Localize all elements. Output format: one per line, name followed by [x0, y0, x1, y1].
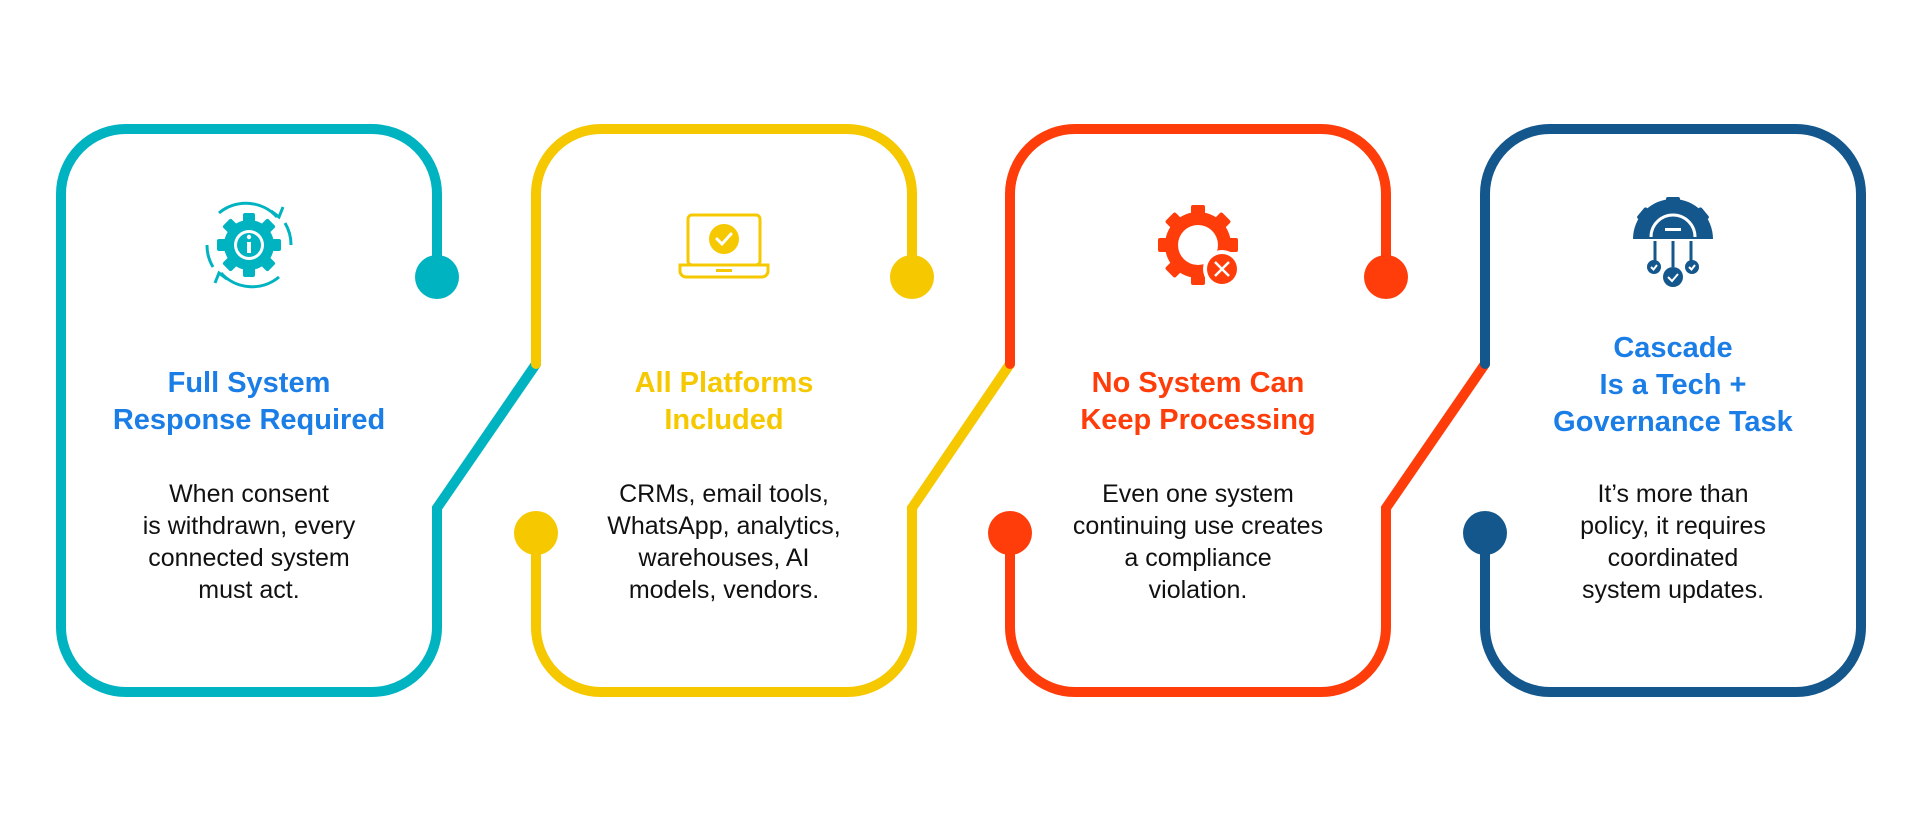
card-1-dot — [415, 255, 459, 299]
laptop-check-icon — [678, 213, 770, 279]
card-2-outline-bottom — [531, 359, 1015, 697]
card-1-outline — [56, 124, 541, 697]
card-2-outline-top — [531, 124, 917, 369]
card-3-dot-right — [1364, 255, 1408, 299]
card-3-outline-bottom — [1005, 359, 1490, 697]
gear-governance-check-icon — [1633, 197, 1713, 287]
step-description: When consent is withdrawn, every connect… — [142, 480, 356, 604]
card-2-dot-left — [514, 511, 558, 555]
card-4-outline — [1480, 124, 1866, 697]
step-title: No System Can Keep Processing — [1080, 367, 1316, 436]
step-title: Cascade Is a Tech + Governance Task — [1553, 332, 1793, 438]
card-3-outline-top — [1005, 124, 1391, 369]
step-title: All Platforms Included — [634, 367, 814, 436]
card-4-dot-left — [1463, 511, 1507, 555]
card-2-dot-right — [890, 255, 934, 299]
card-3-dot-left — [988, 511, 1032, 555]
step-description: It’s more than policy, it requires coord… — [1580, 480, 1766, 604]
gear-x-icon — [1158, 205, 1241, 288]
step-description: Even one system continuing use creates a… — [1072, 480, 1324, 604]
step-title: Full System Response Required — [112, 367, 386, 436]
gear-info-refresh-icon — [205, 201, 293, 289]
step-description: CRMs, email tools, WhatsApp, analytics, … — [607, 480, 841, 604]
